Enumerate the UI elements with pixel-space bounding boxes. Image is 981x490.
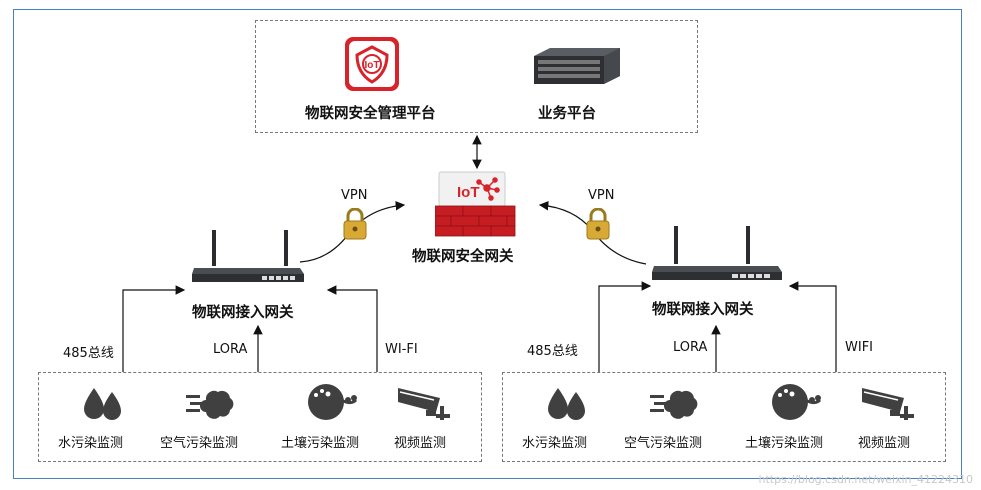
left-video-sensor — [396, 384, 452, 422]
router-icon — [192, 230, 304, 282]
security-gateway-label: 物联网安全网关 — [412, 249, 514, 265]
left-lora-label: LORA — [213, 342, 248, 357]
right-wifi-label: WIFI — [845, 340, 873, 355]
firewall-gateway-icon: IoT — [434, 171, 516, 237]
right-water-sensor — [544, 384, 590, 422]
right-sensors-box — [502, 372, 946, 462]
vpn-right-label: VPN — [588, 188, 615, 203]
left-air-label: 空气污染监测 — [160, 436, 239, 451]
padlock-icon — [343, 207, 367, 240]
right-soil-label: 土壤污染监测 — [745, 436, 824, 451]
right-water-label: 水污染监测 — [522, 436, 588, 451]
left-water-label: 水污染监测 — [58, 436, 124, 451]
water-drops-icon — [548, 388, 585, 420]
gateway-logo-text: IoT — [457, 184, 480, 201]
security-gateway: IoT — [434, 170, 517, 238]
iot-logo-text: IoT — [365, 60, 380, 71]
vpn-right-lock — [585, 207, 611, 240]
right-485-label: 485总线 — [527, 344, 578, 359]
right-air-sensor — [650, 386, 698, 422]
soil-pollution-icon — [308, 384, 358, 420]
right-router — [652, 226, 782, 280]
air-pollution-icon — [186, 390, 234, 419]
left-wifi-link — [326, 285, 378, 372]
cctv-camera-icon — [398, 388, 450, 420]
iot-shield-icon: IoT — [345, 37, 399, 91]
right-access-gateway-label: 物联网接入网关 — [652, 302, 754, 318]
left-access-gateway-label: 物联网接入网关 — [192, 305, 294, 321]
water-drops-icon — [84, 388, 121, 420]
left-soil-label: 土壤污染监测 — [281, 436, 360, 451]
right-wifi-link — [788, 281, 837, 372]
cctv-camera-icon — [862, 388, 914, 420]
vpn-left-lock — [342, 207, 368, 240]
iot-security-mgmt-label: 物联网安全管理平台 — [305, 106, 436, 122]
left-video-label: 视频监测 — [394, 436, 447, 451]
right-soil-sensor — [770, 380, 822, 422]
diagram-frame — [13, 9, 962, 479]
right-video-sensor — [860, 384, 916, 422]
left-485-label: 485总线 — [63, 346, 114, 361]
left-sensors-box — [38, 372, 482, 462]
padlock-icon — [586, 207, 610, 240]
left-soil-sensor — [306, 380, 358, 422]
right-lora-label: LORA — [673, 340, 708, 355]
soil-pollution-icon — [772, 384, 822, 420]
left-router — [192, 230, 304, 282]
router-icon — [652, 226, 782, 280]
platforms-box — [255, 20, 698, 133]
server-icon — [534, 48, 620, 84]
business-platform-label: 业务平台 — [538, 106, 596, 122]
iot-platform-logo: IoT — [343, 35, 401, 93]
right-485-link — [598, 281, 652, 372]
vpn-left-label: VPN — [341, 188, 368, 203]
right-air-label: 空气污染监测 — [624, 436, 703, 451]
watermark: https://blog.csdn.net/weixin_41224310 — [758, 473, 973, 486]
left-485-link — [122, 285, 186, 372]
left-water-sensor — [80, 384, 126, 422]
business-server — [528, 48, 620, 84]
left-air-sensor — [186, 386, 234, 422]
left-wifi-label: WI-FI — [385, 342, 418, 357]
air-pollution-icon — [650, 390, 698, 419]
right-video-label: 视频监测 — [858, 436, 911, 451]
